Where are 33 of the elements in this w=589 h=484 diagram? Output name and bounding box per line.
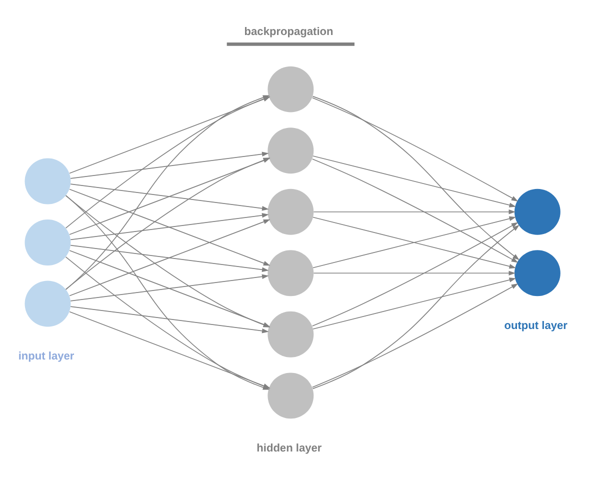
node-circle: [24, 219, 71, 265]
arrow: [70, 274, 269, 301]
arrow: [70, 183, 269, 210]
label: backpropagation: [244, 26, 334, 38]
arrow: [312, 95, 520, 260]
node-circle: [24, 280, 71, 326]
label: output layer: [504, 319, 568, 332]
arrow: [70, 212, 269, 240]
arrow: [312, 277, 516, 329]
node-circle: [268, 66, 314, 112]
label: input layer: [18, 350, 74, 362]
node-circle: [268, 250, 314, 296]
node-circle: [514, 250, 560, 296]
arrow: [312, 96, 518, 201]
arrow: [313, 208, 516, 214]
arrow: [312, 224, 520, 389]
arrow: [69, 188, 270, 266]
arrow: [70, 151, 269, 178]
node-circle: [514, 188, 560, 234]
node-circle: [268, 372, 314, 418]
arrow: [70, 244, 269, 272]
arrow: [312, 283, 518, 388]
node-circle: [24, 158, 71, 204]
arrow: [313, 270, 516, 276]
arrow: [312, 155, 516, 207]
arrow: [69, 218, 270, 296]
arrow: [312, 158, 518, 262]
node-circle: [268, 127, 314, 174]
node-circle: [268, 310, 314, 357]
arrow: [312, 222, 518, 326]
node-circle: [268, 188, 314, 234]
arrow: [70, 306, 269, 333]
label: hidden layer: [256, 442, 322, 454]
